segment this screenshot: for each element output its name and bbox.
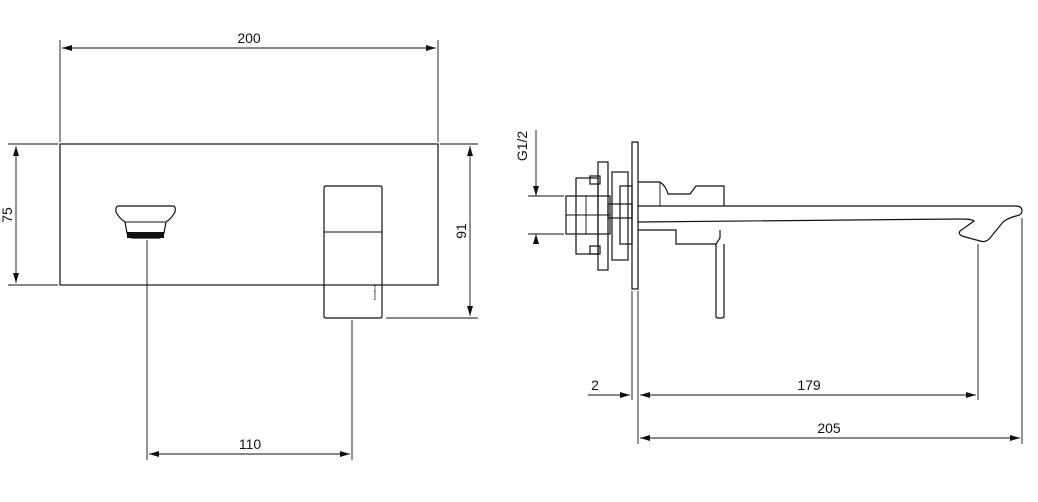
- brand-mark: treemme: [372, 283, 377, 300]
- side-wall-plate: [631, 141, 639, 290]
- side-spout: [637, 205, 1023, 243]
- side-view: G1/2 2 179 205: [514, 130, 1023, 444]
- dim-spout-projection-label: 179: [797, 377, 821, 393]
- dim-width: 200: [59, 30, 439, 142]
- dim-plate-thickness-label: 2: [591, 377, 599, 393]
- spout-outlet: [115, 205, 176, 239]
- dim-plate-height-label: 75: [0, 207, 15, 223]
- aerator: [127, 232, 164, 238]
- dim-spout-projection: 179: [640, 244, 979, 400]
- dim-spout-offset-label: 110: [239, 436, 262, 452]
- lever-body: [638, 181, 725, 245]
- wall-plate: [59, 143, 439, 286]
- dim-spout-offset: 110: [146, 240, 353, 460]
- mixer-lever: treemme: [323, 185, 383, 319]
- dim-plate-thickness: 2: [588, 291, 639, 444]
- dim-width-label: 200: [237, 30, 261, 46]
- dim-total-height: 91: [386, 143, 478, 319]
- front-view: treemme 200 75 91 110: [0, 30, 478, 460]
- dim-thread-label: G1/2: [514, 131, 530, 162]
- inlet-connector: [565, 175, 633, 255]
- dim-total-depth-label: 205: [817, 420, 841, 436]
- dim-total-depth: 205: [640, 218, 1023, 444]
- dim-thread: G1/2: [514, 130, 564, 244]
- dim-total-height-label: 91: [453, 223, 469, 239]
- dim-plate-height: 75: [0, 143, 58, 286]
- side-lever: [715, 244, 725, 319]
